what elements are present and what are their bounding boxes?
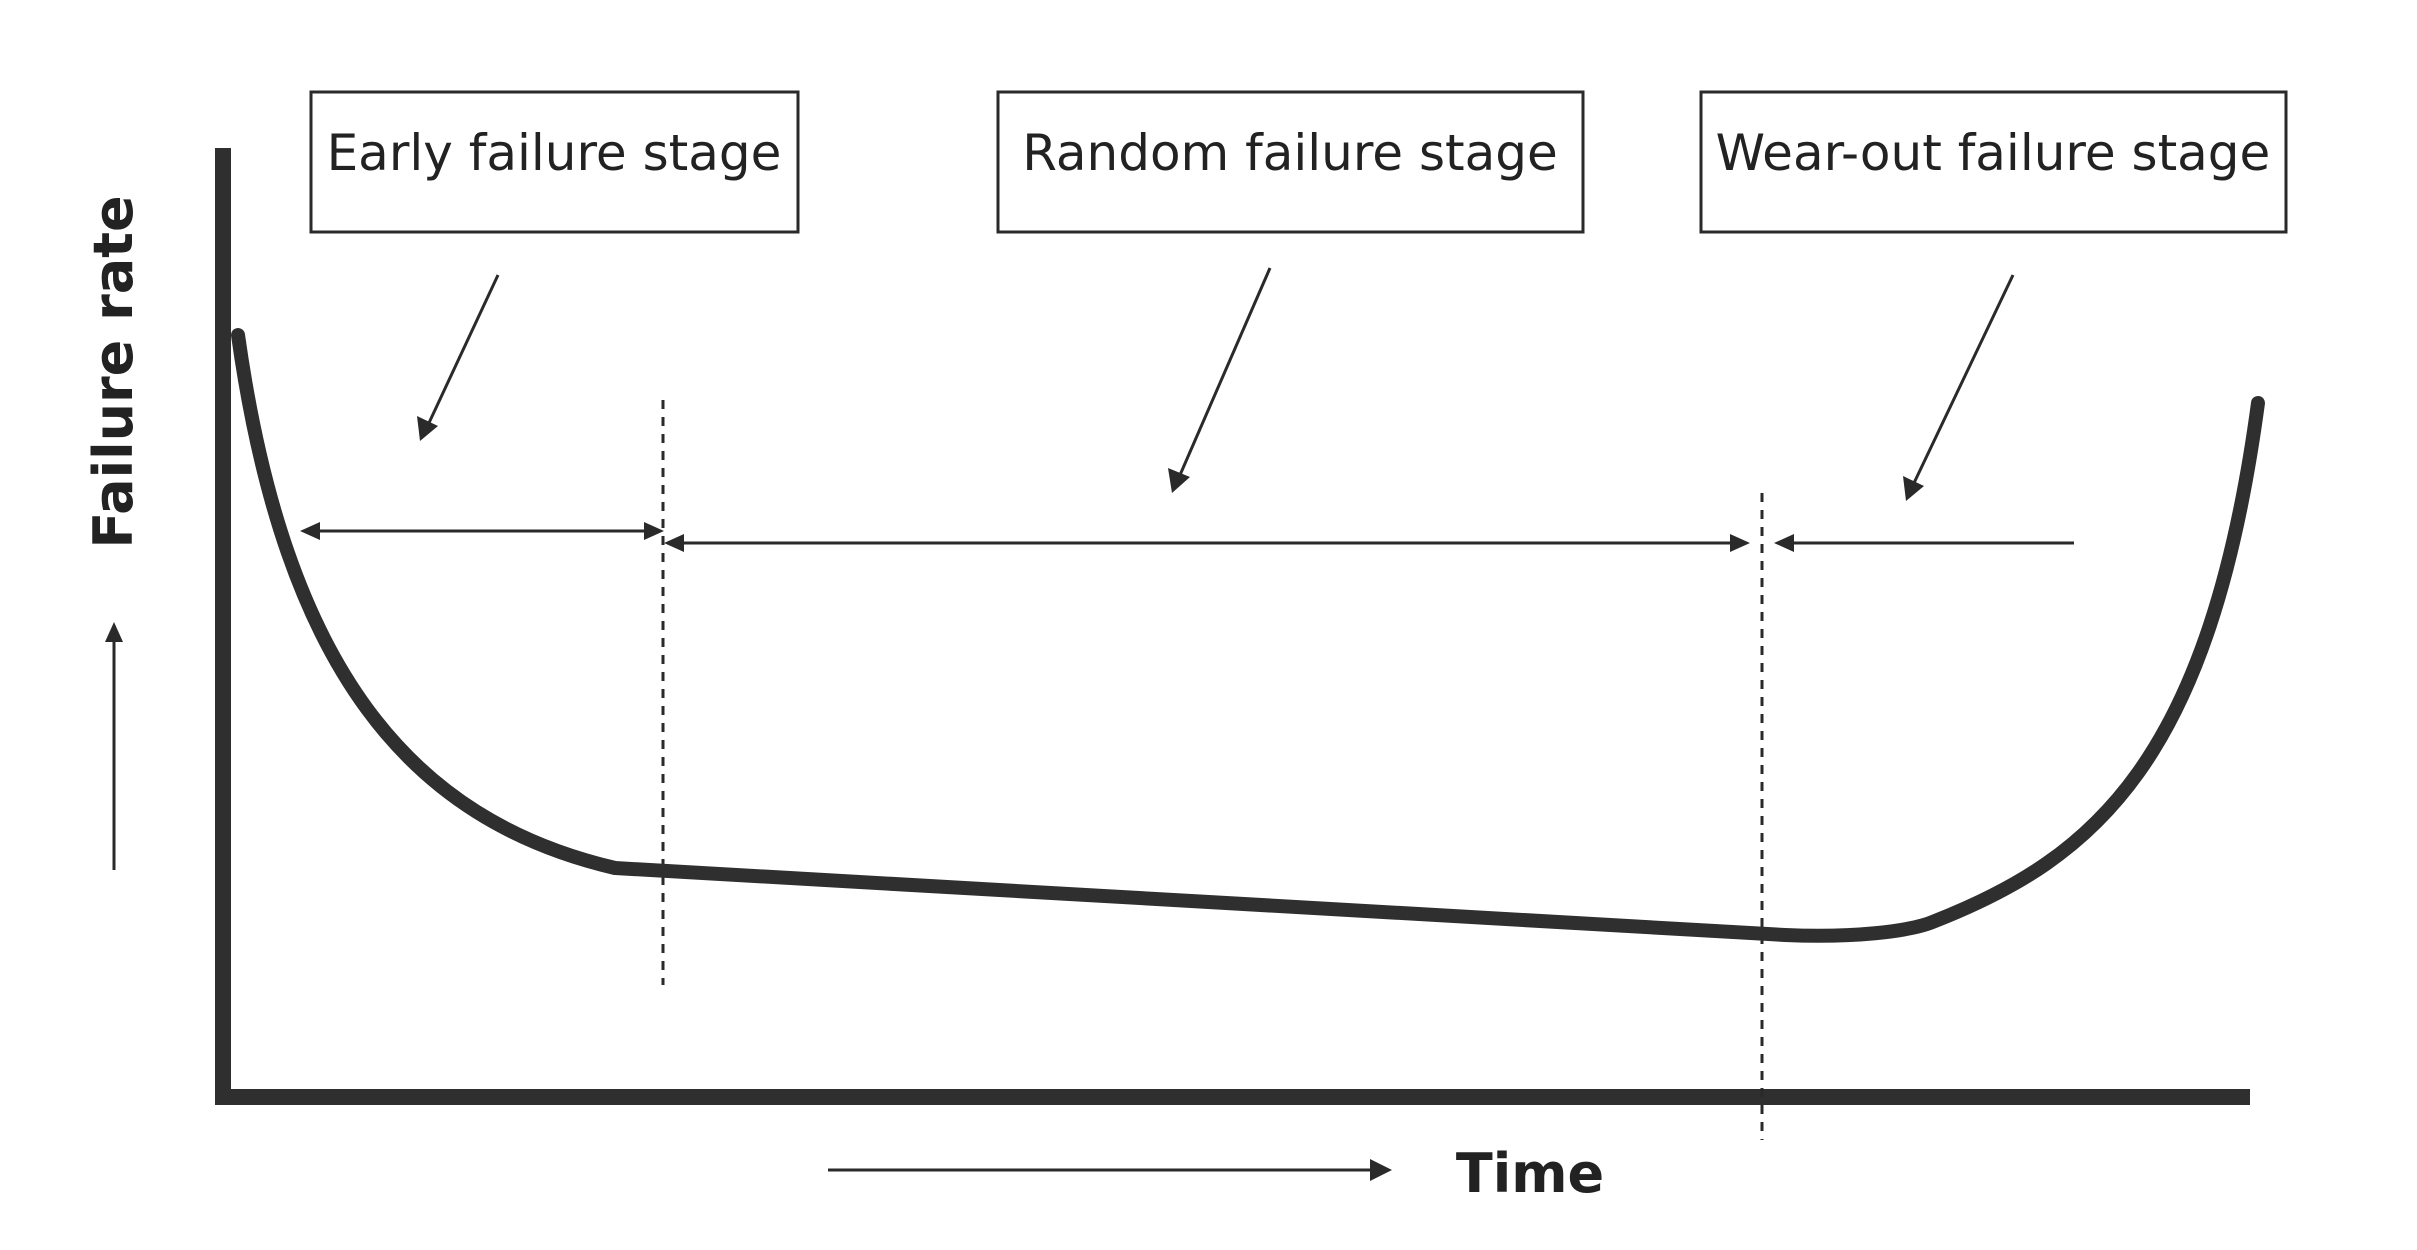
- wearout-stage-pointer-arrow: [1903, 274, 2015, 501]
- random-stage-span-arrow: [664, 534, 1750, 552]
- failure-rate-curve: [231, 328, 2265, 943]
- random-failure-stage-box: Random failure stage: [996, 90, 1585, 234]
- early-stage-pointer-arrow: [417, 274, 500, 441]
- y-axis-direction-arrow: [105, 622, 123, 870]
- early-failure-stage-box: Early failure stage: [309, 90, 800, 234]
- x-axis-direction-arrow: [828, 1159, 1392, 1181]
- y-axis-label: Failure rate: [82, 195, 145, 548]
- random-failure-stage-label: Random failure stage: [1022, 124, 1558, 182]
- wearout-stage-span-arrow: [1774, 534, 2074, 552]
- x-axis-label: Time: [1456, 1142, 1604, 1205]
- random-stage-pointer-arrow: [1168, 267, 1272, 493]
- wearout-failure-stage-label: Wear-out failure stage: [1716, 124, 2271, 182]
- early-failure-stage-label: Early failure stage: [327, 124, 782, 182]
- wearout-failure-stage-box: Wear-out failure stage: [1699, 90, 2288, 234]
- early-stage-span-arrow: [300, 522, 664, 540]
